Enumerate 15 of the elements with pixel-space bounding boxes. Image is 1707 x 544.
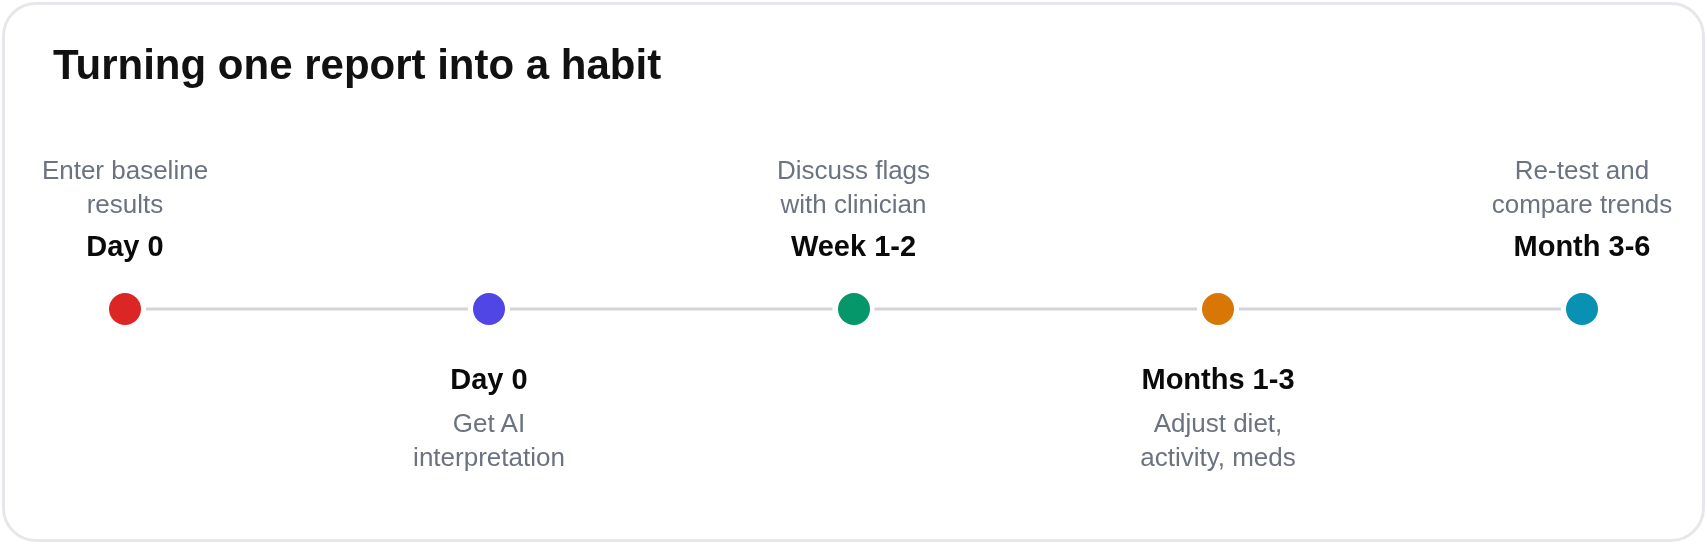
connector-line bbox=[510, 307, 833, 311]
connector-line bbox=[146, 307, 468, 311]
milestone-description: Discuss flags with clinician bbox=[775, 154, 932, 221]
milestone-description: Re-test and compare trends bbox=[1490, 154, 1674, 221]
milestone-description: Adjust diet, activity, meds bbox=[1139, 407, 1297, 474]
diagram-title: Turning one report into a habit bbox=[53, 40, 662, 90]
connector-line bbox=[874, 307, 1197, 311]
milestone-time: Day 0 bbox=[86, 229, 164, 264]
milestone-time: Month 3-6 bbox=[1513, 229, 1651, 264]
milestone-time: Months 1-3 bbox=[1141, 362, 1295, 397]
milestone-description: Enter baseline results bbox=[40, 154, 210, 221]
milestone-description: Get AI interpretation bbox=[412, 407, 566, 474]
milestone-time: Week 1-2 bbox=[790, 229, 917, 264]
connector-line bbox=[1239, 307, 1561, 311]
milestone-time: Day 0 bbox=[450, 362, 528, 397]
